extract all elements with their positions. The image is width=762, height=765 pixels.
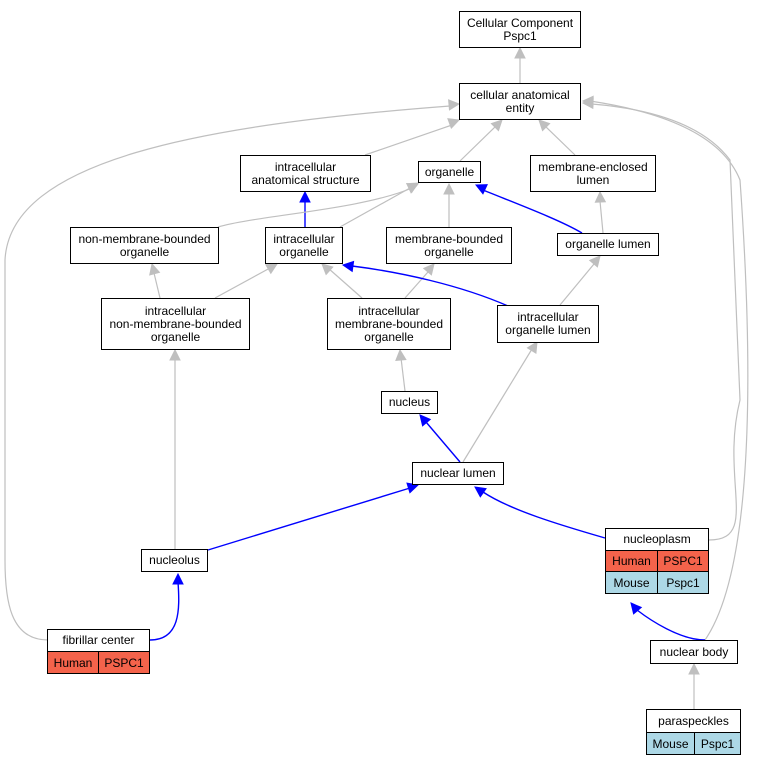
edge-undefined (599, 200, 604, 234)
annotation-human-gene: PSPC1 (657, 550, 709, 572)
arrowhead-undefined (443, 182, 455, 195)
edge-undefined (339, 187, 411, 228)
node-intracellular-organelle[interactable]: intracellular organelle (265, 227, 343, 264)
annotation-mouse-label: Mouse (646, 732, 695, 755)
arrowhead-undefined (581, 95, 594, 108)
annotation-mouse-gene: Pspc1 (694, 732, 741, 755)
edge-undefined (462, 348, 533, 463)
edge-undefined (217, 187, 413, 228)
annotation-mouse-gene: Pspc1 (657, 571, 709, 594)
edge-undefined (214, 267, 271, 299)
edges-layer (4, 46, 749, 709)
node-fibrillar-center[interactable]: fibrillar center (47, 629, 150, 652)
arrowhead-undefined (172, 572, 184, 585)
node-nucleolus[interactable]: nucleolus (141, 549, 208, 572)
annotation-human-label: Human (605, 550, 658, 572)
arrowhead-undefined (321, 263, 334, 276)
edge-undefined (404, 271, 429, 299)
arrowhead-undefined (395, 348, 407, 361)
edge-undefined (482, 491, 606, 539)
annotation-mouse-label: Mouse (605, 571, 658, 594)
node-nucleus[interactable]: nucleus (381, 391, 438, 414)
edge-undefined (636, 609, 706, 641)
arrowhead-undefined (447, 118, 461, 130)
node-nuclear-lumen[interactable]: nuclear lumen (412, 462, 504, 485)
arrowhead-undefined (490, 119, 503, 132)
node-non-membrane-bounded-organelle[interactable]: non-membrane-bounded organelle (70, 227, 219, 264)
arrowhead-undefined (688, 662, 700, 675)
node-intracellular-anatomical-structure[interactable]: intracellular anatomical structure (240, 155, 371, 192)
edge-undefined (589, 100, 749, 641)
edge-undefined (559, 263, 595, 306)
arrowhead-undefined (422, 263, 435, 276)
edge-undefined (425, 421, 461, 463)
arrowhead-undefined (265, 263, 278, 275)
node-cellular-anatomical-entity[interactable]: cellular anatomical entity (459, 83, 581, 120)
arrowhead-undefined (526, 341, 538, 354)
node-membrane-bounded-organelle[interactable]: membrane-bounded organelle (386, 227, 512, 264)
arrowhead-undefined (149, 262, 161, 276)
arrowhead-undefined (630, 602, 643, 615)
node-paraspeckles[interactable]: paraspeckles (646, 709, 741, 733)
node-intracellular-non-membrane-bounded-organelle[interactable]: intracellular non-membrane-bounded organ… (101, 298, 250, 350)
node-organelle-lumen[interactable]: organelle lumen (557, 233, 659, 256)
annotation-human-gene: PSPC1 (98, 651, 150, 674)
arrowhead-undefined (588, 255, 601, 268)
arrowhead-undefined (341, 260, 355, 273)
edge-undefined (351, 265, 509, 307)
arrowhead-undefined (538, 119, 551, 132)
edge-undefined (153, 272, 161, 299)
edge-undefined (364, 124, 453, 156)
edge-undefined (4, 105, 451, 641)
edge-undefined (400, 357, 406, 392)
node-nucleoplasm[interactable]: nucleoplasm (605, 528, 709, 551)
edge-undefined (207, 487, 411, 551)
edge-undefined (544, 125, 576, 156)
node-intracellular-membrane-bounded-organelle[interactable]: intracellular membrane-bounded organelle (327, 298, 451, 350)
arrowhead-undefined (514, 46, 526, 59)
node-intracellular-organelle-lumen[interactable]: intracellular organelle lumen (497, 305, 599, 343)
arrowhead-undefined (406, 183, 420, 194)
arrowhead-undefined (299, 190, 311, 203)
arrowhead-undefined (474, 486, 487, 498)
edge-undefined (459, 125, 497, 162)
node-nuclear-body[interactable]: nuclear body (650, 640, 738, 664)
edge-undefined (327, 267, 363, 299)
arrowhead-undefined (474, 184, 488, 195)
arrowhead-undefined (448, 99, 461, 111)
node-cellular-component-pspc1[interactable]: Cellular Component Pspc1 (459, 11, 581, 48)
arrowhead-undefined (594, 190, 607, 203)
arrowhead-undefined (169, 348, 181, 361)
arrowhead-undefined (419, 414, 432, 427)
node-membrane-enclosed-lumen[interactable]: membrane-enclosed lumen (530, 155, 656, 192)
node-organelle[interactable]: organelle (418, 161, 481, 183)
edge-undefined (149, 581, 180, 641)
edge-undefined (482, 189, 583, 234)
annotation-human-label: Human (47, 651, 99, 674)
